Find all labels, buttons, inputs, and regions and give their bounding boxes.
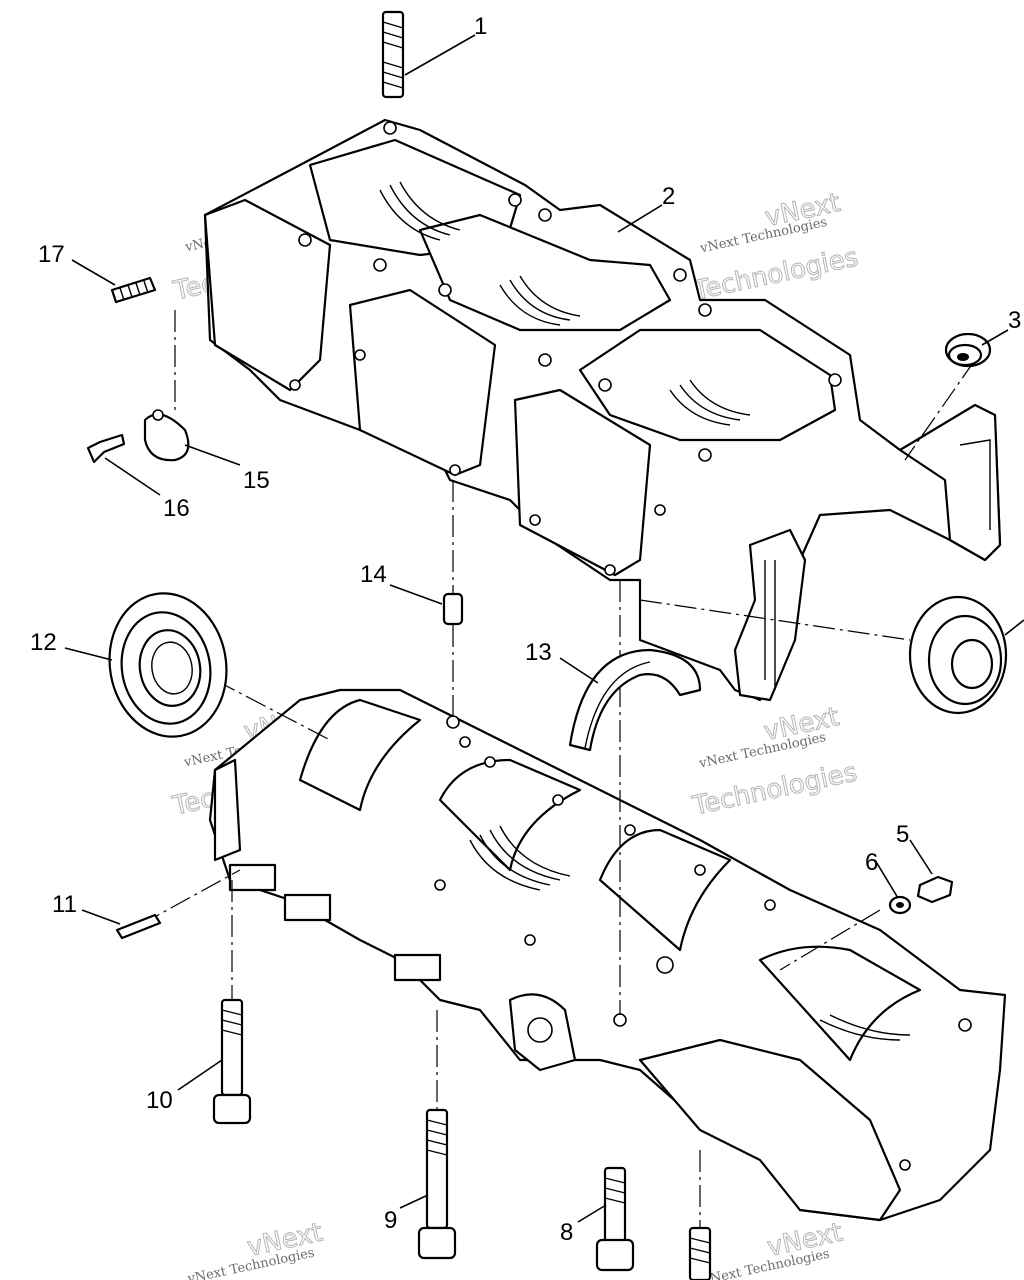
callout-labels: 1 2 3 5 6 8 9 10 11 12 13 14 15 16 17	[30, 13, 1021, 1246]
bolt-part-8	[595, 1166, 635, 1272]
washer-part-6	[888, 895, 912, 915]
seal-part-12	[108, 592, 228, 738]
bolt-bottom-right	[688, 1226, 712, 1280]
svg-text:vNext Technologies: vNext Technologies	[697, 730, 827, 772]
callout-6: 6	[865, 849, 878, 876]
watermark-top-right: vNext Technologies vNext Technologies	[690, 187, 862, 307]
callout-17: 17	[38, 241, 65, 268]
watermark-mid-right: vNext Technologies vNext Technologies	[689, 702, 861, 823]
lower-crankcase	[208, 688, 1007, 1222]
stud-part-1	[381, 10, 405, 99]
callout-10: 10	[146, 1087, 173, 1114]
pin-part-11	[115, 913, 162, 940]
bearing-part-13	[568, 648, 702, 752]
bolt-part-10	[212, 998, 252, 1125]
watermark-bottom-left: vNext vNext Technologies	[185, 1217, 325, 1280]
callout-2: 2	[662, 183, 675, 210]
upper-crankcase	[203, 118, 1002, 702]
upper-case-bolt-holes	[289, 121, 842, 576]
svg-text:vNext Technologies: vNext Technologies	[701, 1247, 831, 1280]
callout-13: 13	[525, 639, 552, 666]
plate-part-15	[143, 409, 190, 462]
watermark-bottom-right: vNext vNext Technologies	[701, 1217, 846, 1280]
stud-part-17	[110, 276, 157, 304]
bolt-part-5	[916, 875, 954, 904]
seal-right	[908, 595, 1008, 715]
callout-16: 16	[163, 495, 190, 522]
callout-11: 11	[52, 891, 77, 918]
callout-12: 12	[30, 629, 57, 656]
leader-lines	[64, 34, 1024, 1223]
callout-15: 15	[243, 467, 270, 494]
callout-8: 8	[560, 1219, 573, 1246]
dowel-part-14	[442, 592, 464, 626]
grommet-part-3	[944, 332, 992, 368]
callout-5: 5	[896, 821, 909, 848]
svg-text:vNext Technologies: vNext Technologies	[698, 215, 828, 257]
callout-3: 3	[1008, 307, 1021, 334]
callout-9: 9	[384, 1207, 397, 1234]
screw-part-16	[86, 433, 126, 464]
callout-14: 14	[360, 561, 387, 588]
bolt-part-9	[417, 1108, 457, 1260]
callout-1: 1	[474, 13, 487, 40]
